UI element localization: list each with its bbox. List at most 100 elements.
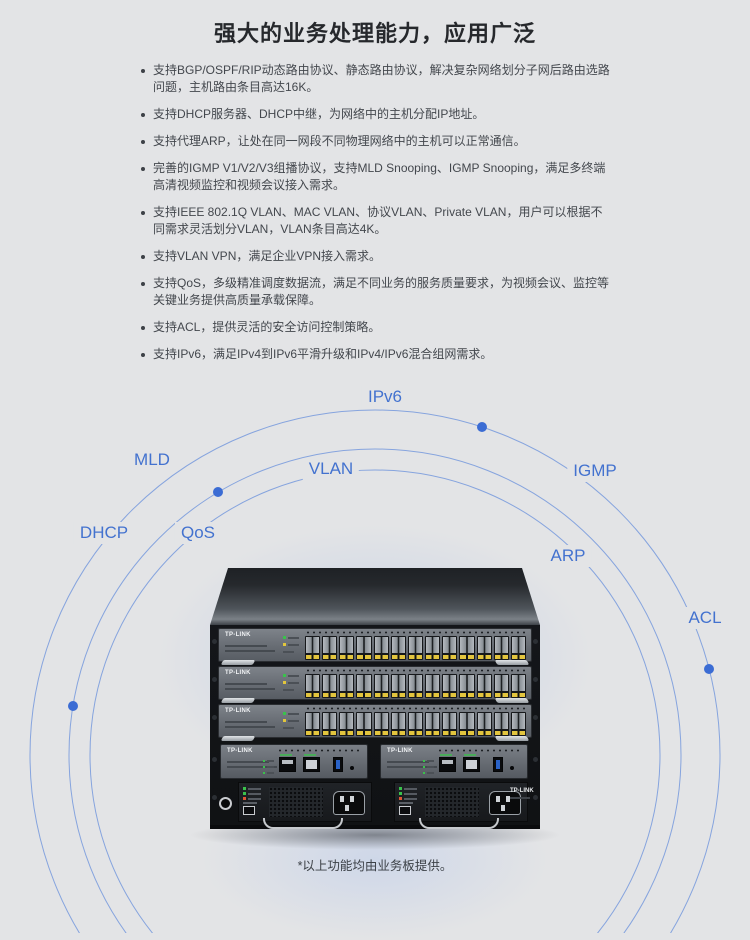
card-handle-left	[220, 660, 256, 665]
green-led-icon	[243, 792, 246, 795]
feature-text: 支持VLAN VPN，满足企业VPN接入需求。	[153, 249, 382, 263]
sfp-port	[493, 712, 509, 736]
sfp-port	[322, 712, 338, 736]
on-off-label	[243, 802, 257, 804]
sfp-port	[407, 712, 424, 736]
led-label	[267, 772, 274, 774]
feature-item: 支持代理ARP，让处在同一网段不同物理网络中的主机可以正常通信。	[140, 133, 612, 150]
sfp-port	[390, 712, 406, 736]
model-text-placeholder	[225, 721, 275, 731]
alert-led-icon	[243, 797, 246, 800]
feature-text: 完善的IGMP V1/V2/V3组播协议，支持MLD Snooping、IGMP…	[153, 161, 606, 192]
green-led-icon	[263, 760, 265, 762]
sfp-cage-row	[305, 674, 527, 698]
usb-port	[493, 757, 503, 772]
protocol-label-igmp: IGMP	[567, 460, 623, 482]
led-row	[283, 635, 301, 639]
card-handle-right	[494, 660, 530, 665]
sfp-port-block	[305, 631, 527, 660]
rack-screws-left	[212, 639, 217, 644]
feature-list: 支持BGP/OSPF/RIP动态路由协议、静态路由协议，解决复杂网络划分子网后路…	[140, 62, 612, 373]
vent-holes	[305, 707, 526, 710]
line-card: TP-LINK	[218, 628, 532, 665]
power-supply-unit	[394, 782, 528, 829]
protocol-label-acl: ACL	[682, 607, 728, 629]
port-label	[464, 754, 476, 756]
orbit-circle	[29, 409, 721, 933]
green-led-icon	[283, 674, 286, 677]
protocol-label-mld: MLD	[128, 449, 176, 471]
green-led-icon	[423, 766, 425, 768]
sfp-port	[339, 674, 355, 698]
psu-led-row	[399, 797, 417, 800]
sfp-port	[373, 636, 389, 660]
led-row	[283, 711, 301, 715]
led-row	[263, 758, 274, 762]
orbit-node-dot	[704, 664, 714, 674]
rack-screws-right	[533, 639, 538, 644]
model-line	[225, 645, 267, 647]
sfp-port	[425, 636, 441, 660]
yellow-led-icon	[283, 719, 286, 722]
sfp-port	[339, 636, 355, 660]
psu-led-row	[243, 787, 261, 790]
sfp-port-block	[305, 669, 527, 698]
brand-logo: TP-LINK	[225, 708, 251, 714]
orbit-node-dot	[477, 422, 487, 432]
sfp-port	[425, 712, 441, 736]
power-switch	[243, 806, 255, 815]
port-row	[279, 754, 354, 772]
vent-holes	[305, 669, 526, 672]
vent-holes	[437, 749, 519, 752]
model-line	[225, 688, 275, 690]
bullet-dot-icon	[141, 326, 145, 330]
feature-item: 支持BGP/OSPF/RIP动态路由协议、静态路由协议，解决复杂网络划分子网后路…	[140, 62, 612, 96]
bullet-dot-icon	[141, 140, 145, 144]
page-title: 强大的业务处理能力，应用广泛	[213, 21, 536, 46]
led-legend	[283, 711, 301, 732]
sfp-port	[425, 674, 441, 698]
sfp-port	[339, 712, 355, 736]
chassis-screw-hole	[219, 797, 232, 810]
on-off-label	[399, 802, 413, 804]
protocol-label-dhcp: DHCP	[73, 522, 135, 544]
brand-logo: TP-LINK	[510, 788, 534, 794]
power-supply-unit	[238, 782, 372, 829]
sfp-cage-row	[305, 636, 527, 660]
port-label	[440, 754, 452, 756]
sfp-port-block	[305, 707, 527, 736]
green-led-icon	[423, 760, 425, 762]
sfp-port	[510, 636, 527, 660]
orbit-node-dot	[213, 487, 223, 497]
sfp-cage-row	[305, 712, 527, 736]
port-label	[304, 754, 316, 756]
ac-inlet	[333, 791, 365, 815]
card-handle-right	[494, 698, 530, 703]
power-switch	[399, 806, 411, 815]
model-text-placeholder	[225, 645, 275, 655]
brand-logo: TP-LINK	[225, 632, 251, 638]
sfp-port	[476, 636, 492, 660]
sfp-port	[510, 712, 527, 736]
sfp-port	[493, 674, 509, 698]
reset-button-icon	[510, 766, 514, 770]
sfp-port	[356, 712, 372, 736]
rj45-port	[463, 754, 480, 772]
port-row	[439, 754, 514, 772]
reset-button-icon	[350, 766, 354, 770]
psu-brand-label: TP-LINK	[510, 788, 536, 799]
line-card: TP-LINK	[218, 666, 532, 703]
sfp-port	[476, 674, 492, 698]
psu-led-labels	[399, 787, 417, 815]
bullet-dot-icon	[141, 282, 145, 286]
led-label	[288, 720, 299, 722]
psu-handle	[419, 818, 499, 829]
model-line	[225, 650, 275, 652]
sfp-port	[356, 636, 372, 660]
feature-text: 支持代理ARP，让处在同一网段不同物理网络中的主机可以正常通信。	[153, 134, 526, 148]
model-text-placeholder	[225, 683, 275, 693]
led-label	[283, 651, 294, 653]
green-led-icon	[283, 636, 286, 639]
sfp-port	[407, 674, 424, 698]
brand-logo: TP-LINK	[227, 748, 253, 754]
